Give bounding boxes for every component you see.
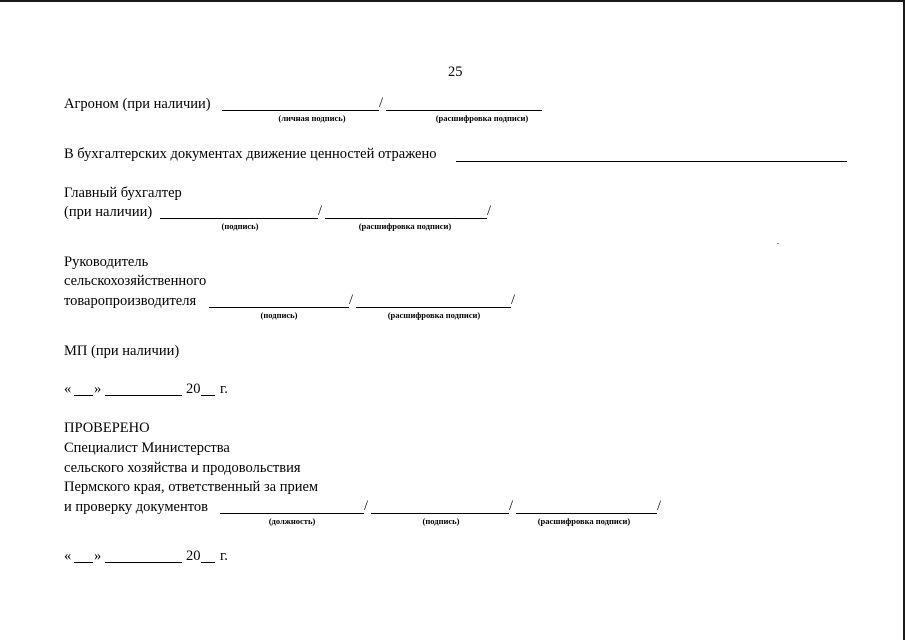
page-number: 25 xyxy=(448,64,463,80)
separator-slash: / xyxy=(509,498,514,514)
date-close-quote: » xyxy=(94,381,102,397)
scan-speck xyxy=(777,243,779,244)
date-year-line[interactable] xyxy=(201,395,215,396)
accounting-label: В бухгалтерских документах движение ценн… xyxy=(64,146,437,162)
date-open-quote: « xyxy=(64,548,72,564)
head-signature-caption: (подпись) xyxy=(260,310,298,320)
date-day-line[interactable] xyxy=(74,395,93,396)
head-signature-line[interactable] xyxy=(209,307,349,308)
chief-accountant-decoding-line[interactable] xyxy=(325,218,487,219)
verified-position-line[interactable] xyxy=(220,513,364,514)
verified-label-2: сельского хозяйства и продовольствия xyxy=(64,460,301,476)
separator-slash: / xyxy=(364,498,369,514)
agronomist-decoding-line[interactable] xyxy=(386,110,542,111)
date-year-suffix: г. xyxy=(220,548,228,564)
chief-accountant-signature-line[interactable] xyxy=(160,218,318,219)
date-open-quote: « xyxy=(64,381,72,397)
verified-decoding-line[interactable] xyxy=(516,513,657,514)
separator-slash: / xyxy=(657,498,662,514)
verified-signature-line[interactable] xyxy=(371,513,509,514)
head-decoding-line[interactable] xyxy=(356,307,511,308)
verified-decoding-caption: (расшифровка подписи) xyxy=(537,516,631,526)
seal-label: МП (при наличии) xyxy=(64,343,180,359)
date-day-line[interactable] xyxy=(74,562,93,563)
chief-accountant-decoding-caption: (расшифровка подписи) xyxy=(358,221,452,231)
agronomist-label: Агроном (при наличии) xyxy=(64,96,211,112)
verified-signature-caption: (подпись) xyxy=(422,516,460,526)
date-year-line[interactable] xyxy=(201,562,215,563)
separator-slash: / xyxy=(318,203,323,219)
accounting-line[interactable] xyxy=(456,161,847,162)
verified-label-3: Пермского края, ответственный за прием xyxy=(64,479,319,495)
head-label-3: товаропроизводителя xyxy=(64,293,197,309)
separator-slash: / xyxy=(511,292,516,308)
head-decoding-caption: (расшифровка подписи) xyxy=(387,310,481,320)
chief-accountant-label-2: (при наличии) xyxy=(64,204,153,220)
head-label-2: сельскохозяйственного xyxy=(64,273,207,289)
date-year-suffix: г. xyxy=(220,381,228,397)
verified-label-1: Специалист Министерства xyxy=(64,440,230,456)
agronomist-signature-caption: (личная подпись) xyxy=(278,113,346,123)
verified-label-4: и проверку документов xyxy=(64,499,208,515)
chief-accountant-signature-caption: (подпись) xyxy=(221,221,259,231)
agronomist-decoding-caption: (расшифровка подписи) xyxy=(435,113,529,123)
verified-title: ПРОВЕРЕНО xyxy=(64,420,150,436)
head-label-1: Руководитель xyxy=(64,254,149,270)
agronomist-signature-line[interactable] xyxy=(222,110,379,111)
separator-slash: / xyxy=(349,292,354,308)
verified-position-caption: (должность) xyxy=(268,516,316,526)
chief-accountant-label-1: Главный бухгалтер xyxy=(64,185,182,201)
scan-edge-top xyxy=(0,0,905,2)
scan-edge-right xyxy=(903,0,905,640)
date-month-line[interactable] xyxy=(105,395,182,396)
separator-slash: / xyxy=(487,203,492,219)
date-year-prefix: 20 xyxy=(186,548,201,564)
date-close-quote: » xyxy=(94,548,102,564)
date-year-prefix: 20 xyxy=(186,381,201,397)
separator-slash: / xyxy=(379,95,384,111)
date-month-line[interactable] xyxy=(105,562,182,563)
